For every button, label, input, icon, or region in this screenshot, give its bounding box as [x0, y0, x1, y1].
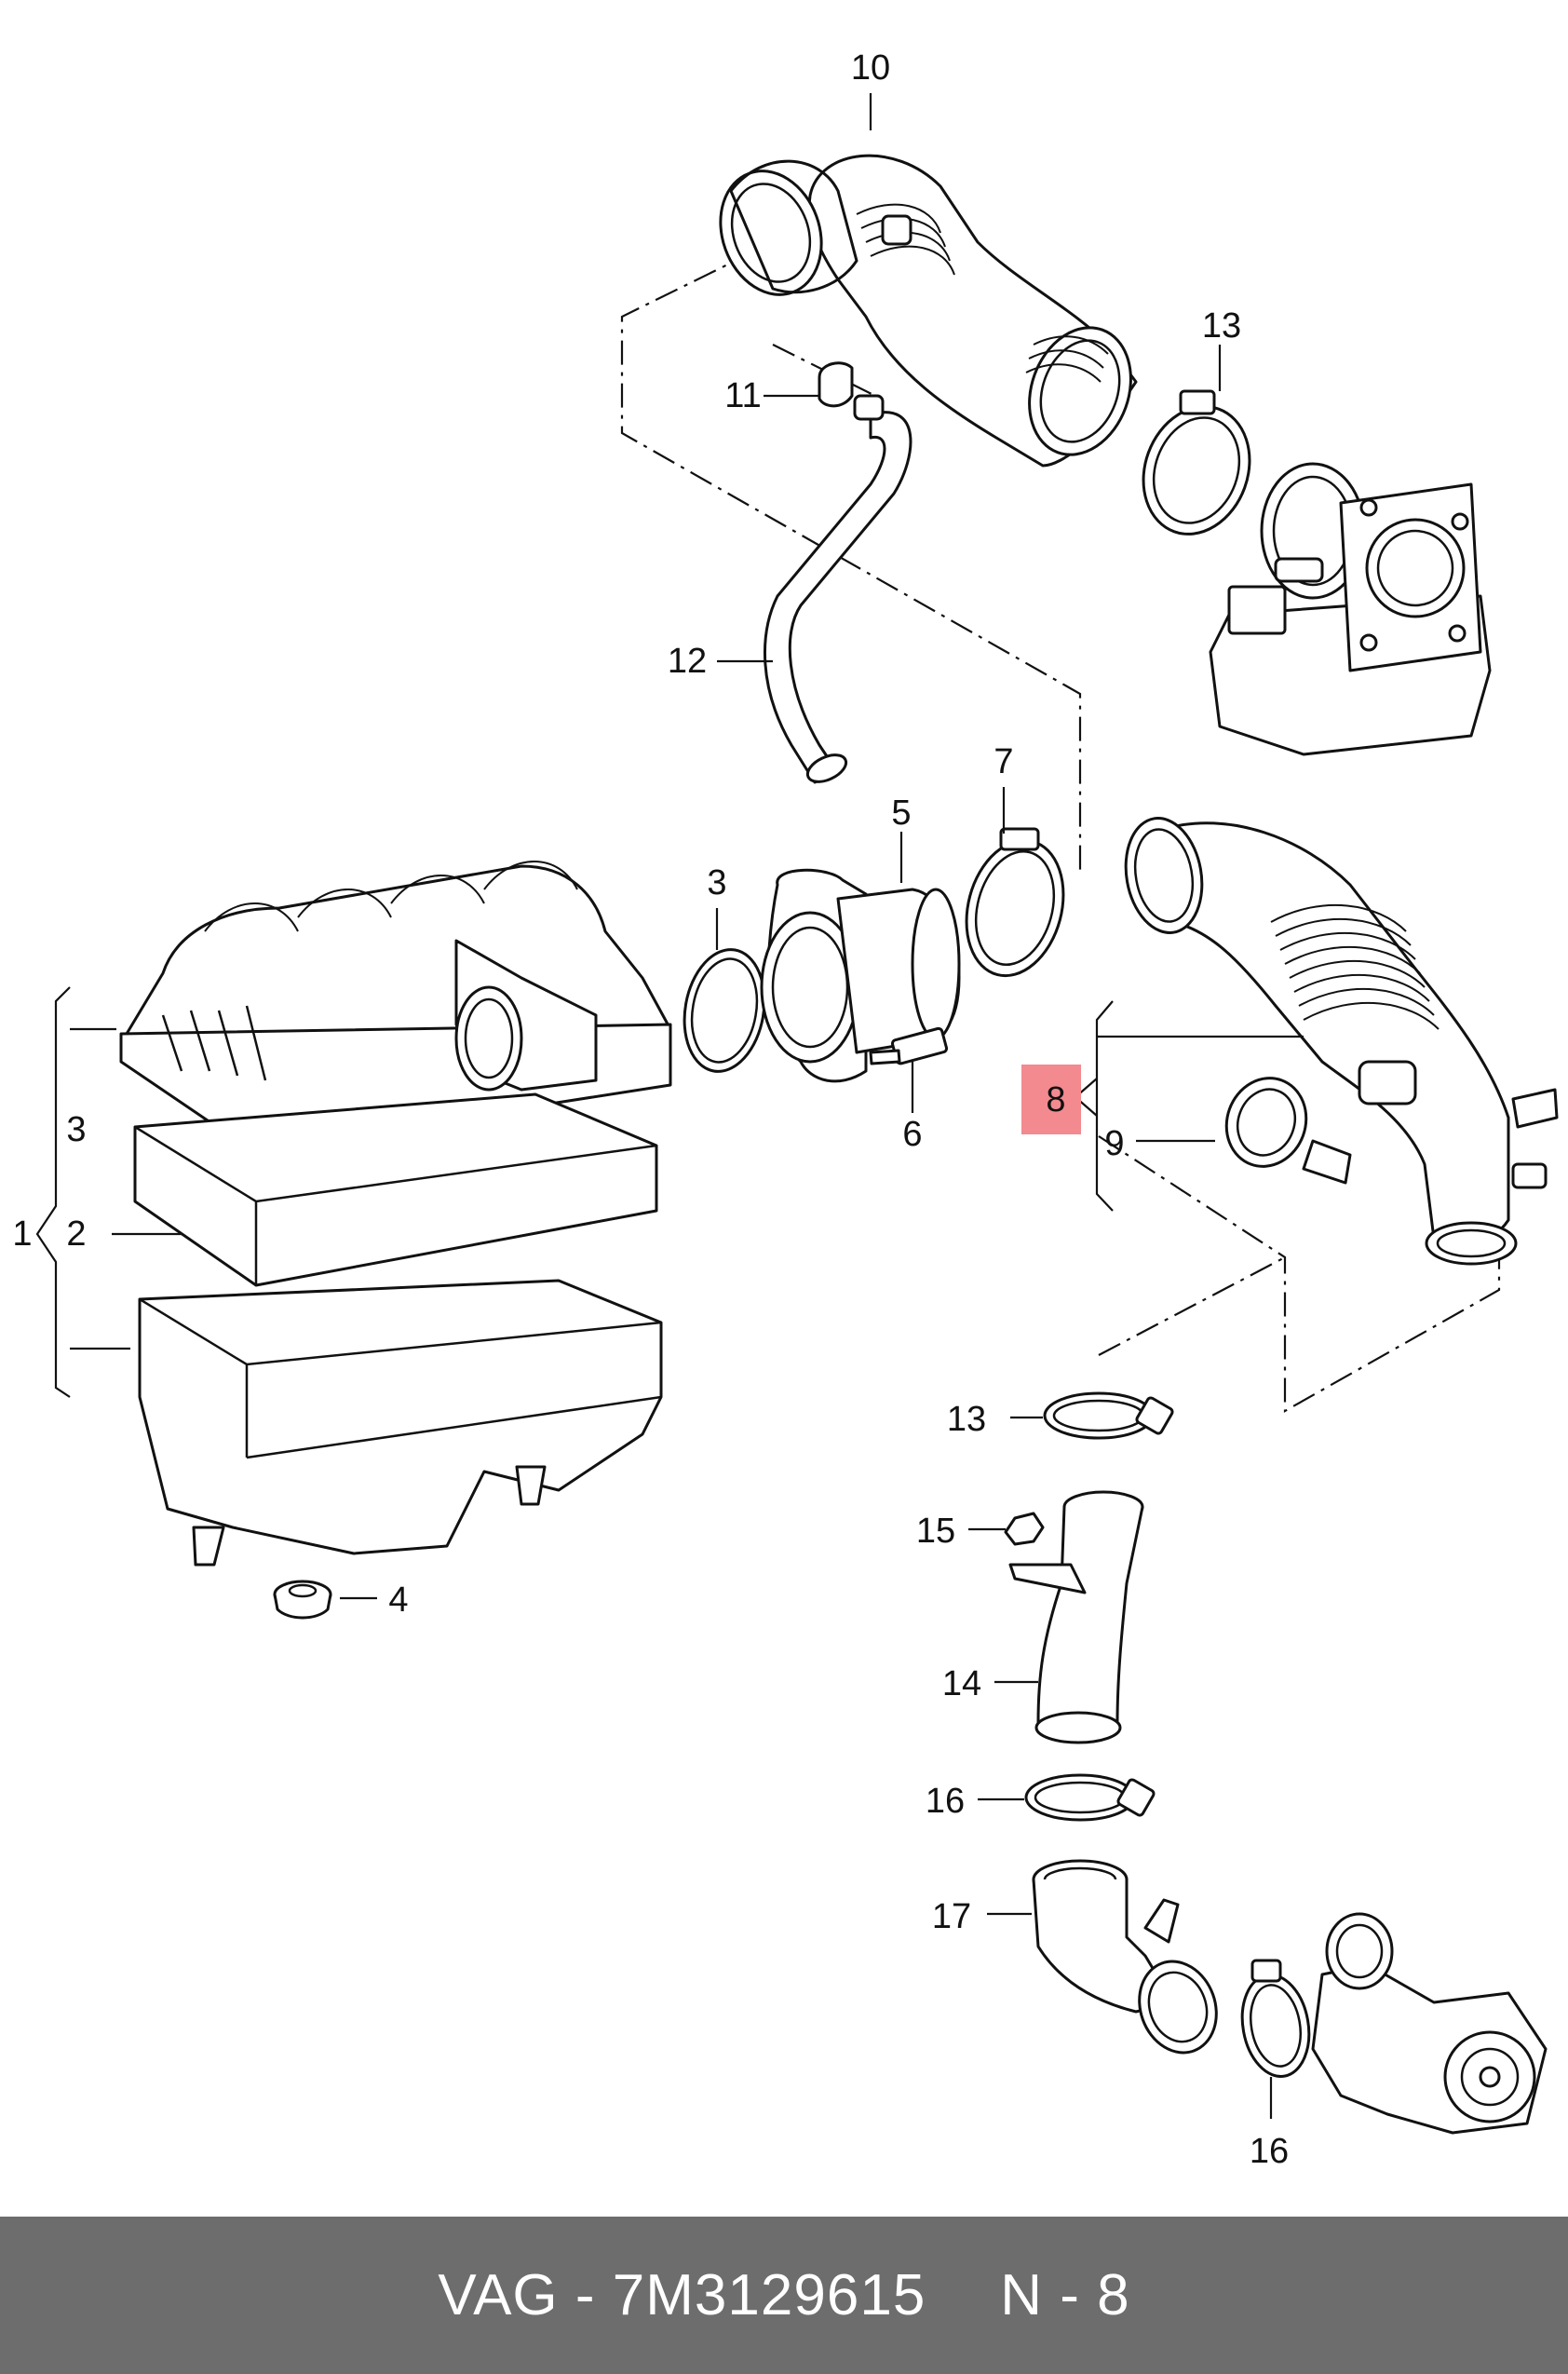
breather-hose: [763, 361, 912, 784]
callout-6: 6: [902, 1115, 922, 1154]
hose-clamp-upper: [1142, 389, 1251, 536]
intake-pipe-14: [1008, 1490, 1144, 1744]
seal-ring: [683, 948, 766, 1073]
callout-3-lid: 3: [66, 1110, 86, 1149]
callout-9: 9: [1104, 1124, 1124, 1163]
callout-5: 5: [891, 794, 911, 833]
hose-clamp-7: [965, 827, 1065, 978]
callout-12: 12: [668, 642, 707, 681]
callout-1: 1: [12, 1214, 32, 1254]
hose-clamp-16-lower: [1024, 1773, 1156, 1822]
hose-clamp-13-lower: [1043, 1391, 1174, 1440]
part-number-footer: VAG - 7M3129615 N - 8: [0, 2217, 1568, 2374]
grommet: [273, 1580, 332, 1620]
callout-8: 8: [1046, 1080, 1065, 1119]
brand-label: VAG: [438, 2263, 559, 2327]
callout-13-upper: 13: [1202, 306, 1241, 346]
callout-13-lower: 13: [947, 1400, 986, 1439]
callout-11: 11: [724, 376, 761, 415]
callout-17: 17: [932, 1897, 971, 1936]
throttle-body: [1209, 462, 1492, 756]
callout-10: 10: [851, 48, 890, 88]
callout-15: 15: [916, 1512, 955, 1551]
callout-7: 7: [994, 742, 1013, 781]
callout-2: 2: [66, 1214, 86, 1254]
intake-elbow-hose: [719, 154, 1138, 468]
part-number: 7M3129615: [612, 2263, 926, 2327]
hose-clamp-16-turbo: [1240, 1959, 1311, 2079]
turbocharger: [1311, 1912, 1548, 2135]
callout-16-turbo: 16: [1250, 2132, 1289, 2171]
turbo-inlet-hose-17: [1032, 1859, 1218, 2055]
callout-16-lower: 16: [926, 1782, 965, 1821]
intake-hose-8: [1124, 817, 1559, 1266]
reference-label: N - 8: [1000, 2263, 1130, 2327]
parts-diagram: 10 13 11 12 7 5 3 1 3 2 4 6 8 9 13 15 14…: [12, 48, 1559, 2171]
separator: -: [574, 2263, 596, 2327]
callout-3-seal: 3: [707, 863, 726, 902]
highlight-box: [1021, 1065, 1081, 1134]
callout-labels: 10 13 11 12 7 5 3 1 3 2 4 6 8 9 13 15 14…: [12, 48, 1289, 2171]
callout-4: 4: [388, 1580, 408, 1620]
valve-9: [1224, 1077, 1352, 1185]
callout-14: 14: [942, 1664, 981, 1703]
air-filter-housing: [119, 861, 672, 1567]
air-flow-meter: [760, 868, 961, 1083]
leader-lines: [35, 93, 1304, 2119]
nut-15: [1004, 1512, 1045, 1546]
